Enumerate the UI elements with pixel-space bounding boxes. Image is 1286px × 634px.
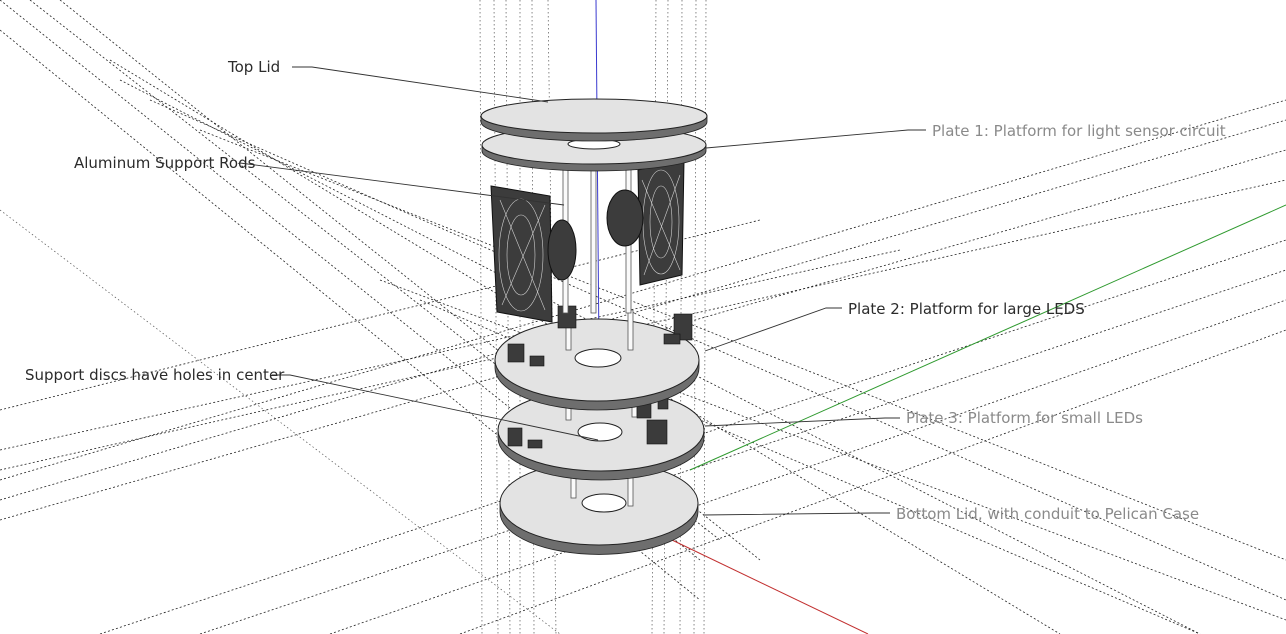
label-plate-2: Plate 2: Platform for large LEDS [848, 300, 1085, 318]
leader-top-lid [292, 66, 549, 103]
leader-bottom-lid [702, 512, 890, 516]
leader-rods [239, 162, 565, 206]
right-fan-panel [606, 159, 685, 286]
label-plate-1: Plate 1: Platform for light sensor circu… [932, 122, 1226, 140]
bottom-lid [499, 460, 699, 555]
left-fan-panel [490, 185, 577, 323]
leader-lines [239, 66, 926, 516]
leader-plate-3 [704, 417, 900, 427]
leader-plate-1 [705, 129, 926, 149]
label-plate-3: Plate 3: Platform for small LEDs [906, 409, 1143, 427]
plate-3 [497, 388, 705, 481]
label-bottom-lid: Bottom Lid, with conduit to Pelican Case [896, 505, 1199, 523]
annotation-labels: Top Lid Plate 1: Platform for light sens… [25, 58, 1226, 523]
leader-discs [272, 374, 599, 441]
label-rods: Aluminum Support Rods [74, 154, 256, 172]
label-discs: Support discs have holes in center [25, 366, 285, 384]
red-axis-line [671, 539, 869, 634]
top-lid [480, 98, 708, 142]
leader-plate-2 [704, 307, 842, 352]
label-top-lid: Top Lid [227, 58, 280, 76]
large-led-bracket [507, 305, 693, 367]
plate-2 [494, 305, 700, 411]
green-axis-line [689, 204, 1286, 471]
